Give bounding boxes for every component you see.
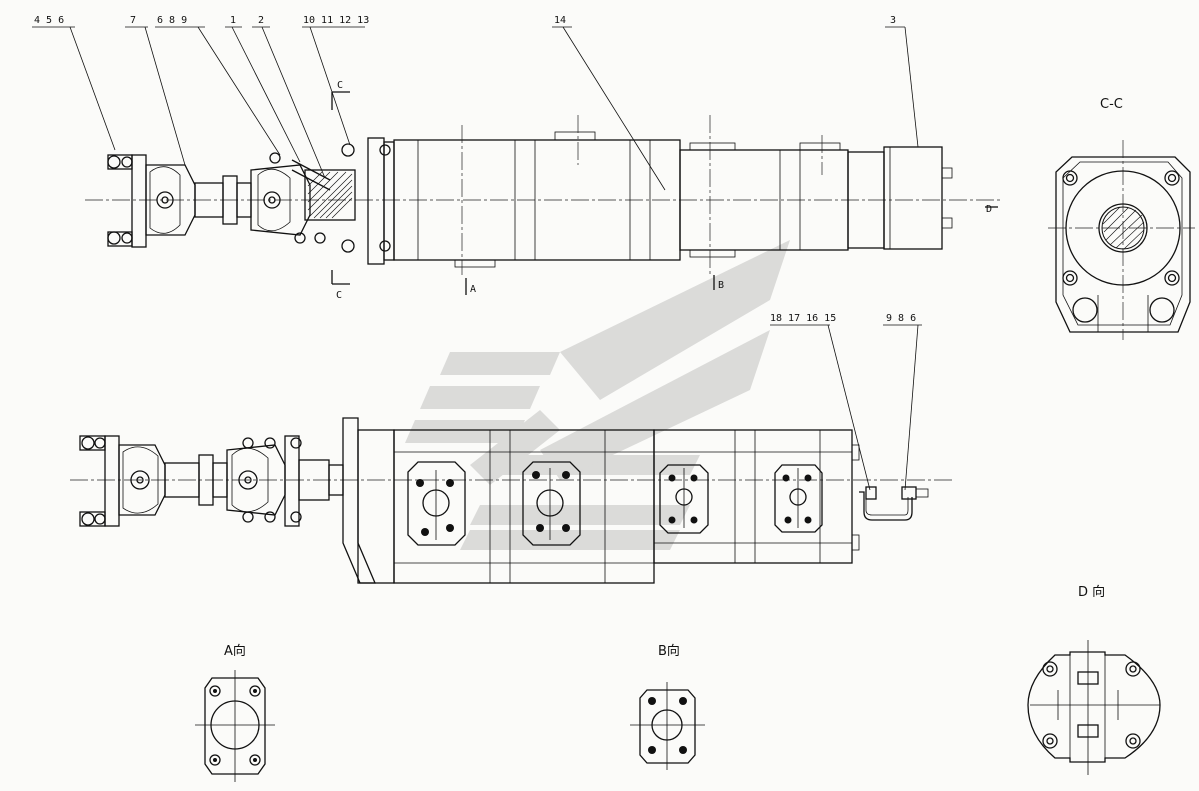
front-callout-leaders <box>770 324 922 491</box>
view-title-d: D 向 <box>1078 584 1105 600</box>
section-label-c-top: C <box>337 80 343 91</box>
view-a <box>195 670 275 782</box>
view-arrow-a-label: A <box>470 284 476 295</box>
callout-7: 7 <box>130 15 136 26</box>
section-marker-c-bottom <box>331 270 350 285</box>
section-c-c <box>1048 140 1195 340</box>
front-port-4 <box>774 464 823 533</box>
front-port-1 <box>407 461 466 546</box>
view-arrow-d-label: D <box>986 204 992 215</box>
callout-leaders <box>32 26 919 191</box>
callout-14: 14 <box>554 15 566 26</box>
callout-10-13: 10 11 12 13 <box>303 15 369 26</box>
view-arrow-b-label: B <box>718 280 724 291</box>
callout-2: 2 <box>258 15 264 26</box>
view-title-c-c: C-C <box>1100 97 1123 112</box>
section-label-c-bottom: C <box>336 290 342 301</box>
view-b <box>630 682 705 770</box>
watermark-logo <box>405 240 790 550</box>
view-title-a: A向 <box>224 643 246 659</box>
spline-hatch <box>1101 206 1145 250</box>
section-marker-c-top <box>331 91 350 110</box>
front-view <box>70 417 955 584</box>
view-d <box>1027 640 1161 775</box>
top-view <box>85 115 1000 275</box>
callout-18-15: 18 17 16 15 <box>770 313 836 324</box>
callout-4-5-6: 4 5 6 <box>34 15 64 26</box>
callout-6-8-9: 6 8 9 <box>157 15 187 26</box>
view-title-b: B向 <box>658 643 680 659</box>
front-port-2 <box>522 461 581 546</box>
callout-3: 3 <box>890 15 896 26</box>
callout-9-8-6: 9 8 6 <box>886 313 916 324</box>
front-port-3 <box>659 464 709 534</box>
callout-1: 1 <box>230 15 236 26</box>
coupling-hatch <box>307 171 353 219</box>
